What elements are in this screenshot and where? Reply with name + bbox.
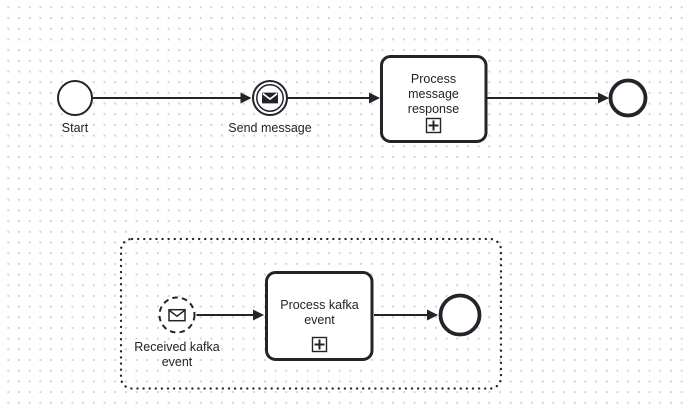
plus-marker-icon[interactable] [425,117,442,134]
event-subprocess-container[interactable] [119,237,503,390]
end-event-shape[interactable] [608,78,648,118]
start-event-label: Start [61,121,89,135]
end-event-2-shape[interactable] [438,293,482,337]
envelope-filled-icon [262,92,278,104]
envelope-outline-icon [168,308,186,322]
subprocess-kafka-shape[interactable] [265,271,374,361]
subprocess-kafka-label: Process kafka event [280,298,359,327]
kafka-start-event-shape[interactable] [158,296,196,334]
plus-marker-icon[interactable] [311,336,328,353]
send-message-event-label: Send message [228,121,312,135]
subprocess-message-label: Process message response [407,72,460,116]
message-throw-event-shape[interactable] [252,80,288,116]
start-event-shape[interactable] [57,80,93,116]
subprocess-message-shape[interactable] [380,55,488,143]
kafka-start-event-label: Received kafka event [134,340,220,369]
